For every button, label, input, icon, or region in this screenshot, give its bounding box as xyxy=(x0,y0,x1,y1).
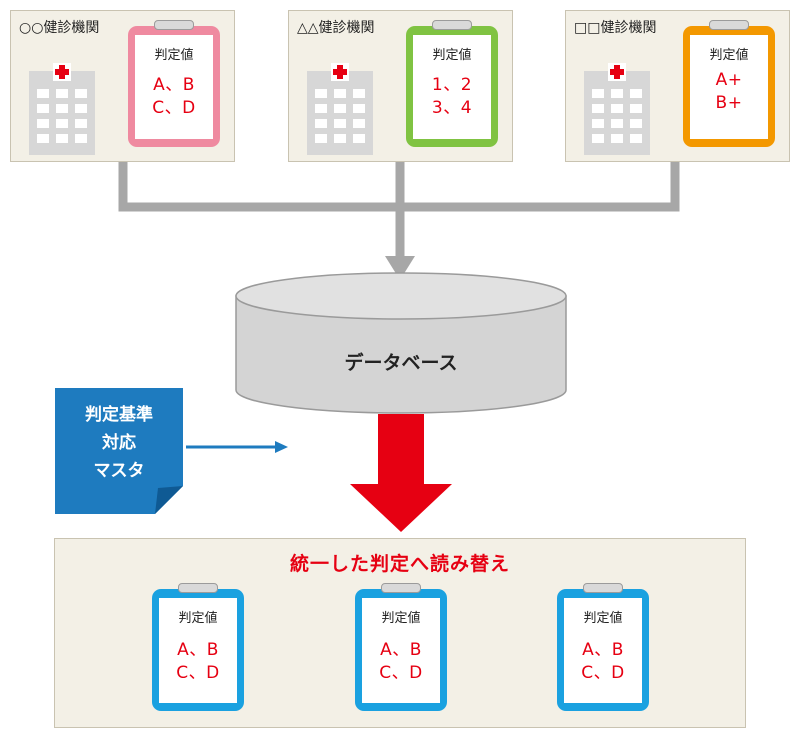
clip-icon xyxy=(178,583,218,593)
database-cylinder xyxy=(235,272,567,414)
judgement-label: 判定値 xyxy=(154,48,194,63)
judgement-value: C、D xyxy=(379,663,423,683)
judgement-value: A+ xyxy=(715,70,743,90)
hospital-building-icon xyxy=(307,63,373,155)
judgement-label: 判定値 xyxy=(381,611,421,626)
judgement-value: C、D xyxy=(152,98,196,118)
judgement-value: A、B xyxy=(380,640,422,660)
unified-clipboard: 判定値 A、B C、D xyxy=(557,583,649,711)
clip-icon xyxy=(583,583,623,593)
master-line: 判定基準 xyxy=(85,405,153,425)
facility-name: △△健診機関 xyxy=(297,20,375,36)
unified-clipboard: 判定値 A、B C、D xyxy=(355,583,447,711)
clip-icon xyxy=(709,20,749,30)
clipboard-sheet: 判定値 A、B C、D xyxy=(564,598,642,703)
judgement-value: B+ xyxy=(715,93,743,113)
master-document: 判定基準 対応 マスタ xyxy=(55,388,183,514)
facility-name: □□健診機関 xyxy=(574,20,657,36)
clip-icon xyxy=(154,20,194,30)
big-down-arrow-icon xyxy=(350,414,452,532)
judgement-label: 判定値 xyxy=(709,48,749,63)
facility-panel: △△健診機関 判定値 1、2 3、4 xyxy=(288,10,513,162)
judgement-clipboard: 判定値 A+ B+ xyxy=(683,20,775,147)
clip-icon xyxy=(432,20,472,30)
judgement-value: C、D xyxy=(581,663,625,683)
result-title: 統一した判定へ読み替え xyxy=(289,553,510,575)
judgement-label: 判定値 xyxy=(583,611,623,626)
clipboard-sheet: 判定値 A、B C、D xyxy=(135,35,213,139)
clip-icon xyxy=(381,583,421,593)
clipboard-sheet: 判定値 A、B C、D xyxy=(362,598,440,703)
judgement-label: 判定値 xyxy=(432,48,472,63)
right-arrow-icon xyxy=(275,441,288,453)
master-document-icon xyxy=(55,388,183,514)
master-line: 対応 xyxy=(102,433,136,453)
clipboard-sheet: 判定値 A+ B+ xyxy=(690,35,768,139)
facility-name: ○○健診機関 xyxy=(19,20,100,36)
judgement-value: 3、4 xyxy=(431,98,473,118)
hospital-building-icon xyxy=(29,63,95,155)
judgement-value: A、B xyxy=(582,640,624,660)
judgement-value: 1、2 xyxy=(431,75,473,95)
clipboard-sheet: 判定値 1、2 3、4 xyxy=(413,35,491,139)
judgement-value: A、B xyxy=(153,75,195,95)
hospital-building-icon xyxy=(584,63,650,155)
facility-panel: □□健診機関 判定値 A+ B+ xyxy=(565,10,790,162)
master-line: マスタ xyxy=(93,461,145,481)
unified-clipboard: 判定値 A、B C、D xyxy=(152,583,244,711)
judgement-clipboard: 判定値 A、B C、D xyxy=(128,20,220,147)
judgement-label: 判定値 xyxy=(178,611,218,626)
clipboard-sheet: 判定値 A、B C、D xyxy=(159,598,237,703)
down-arrow-icon xyxy=(385,256,415,280)
judgement-value: C、D xyxy=(176,663,220,683)
facility-panel: ○○健診機関 判定値 A、B C、D xyxy=(10,10,235,162)
database-label: データベース xyxy=(344,352,458,374)
judgement-value: A、B xyxy=(177,640,219,660)
judgement-clipboard: 判定値 1、2 3、4 xyxy=(406,20,498,147)
